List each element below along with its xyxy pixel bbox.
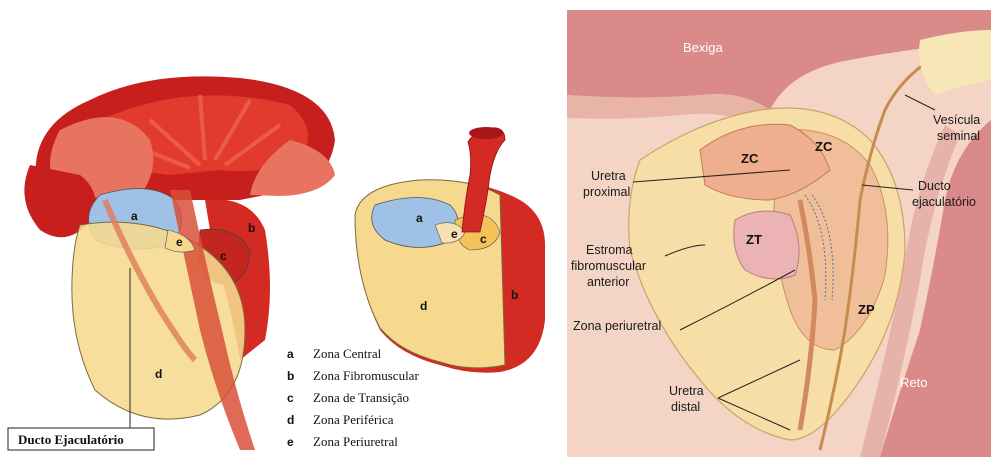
- sagittal-letter-c: c: [220, 249, 227, 263]
- cross-letter-d: d: [420, 299, 427, 313]
- cross-letter-e: e: [451, 227, 458, 241]
- legend-label: Zona Fibromuscular: [313, 368, 419, 383]
- zone-legend: a Zona Central b Zona Fibromuscular c Zo…: [287, 346, 419, 449]
- label-uretra-proximal-line2: proximal: [583, 185, 630, 199]
- label-uretra-distal-line1: Uretra: [669, 384, 704, 398]
- cross-section-illustration: a b c d e: [355, 127, 545, 373]
- duct-label-box: Ducto Ejaculatório: [8, 428, 154, 450]
- legend-letter: e: [287, 435, 294, 449]
- cross-letter-b: b: [511, 288, 518, 302]
- legend-letter: b: [287, 369, 294, 383]
- zone-zp: ZP: [858, 302, 875, 317]
- label-vesicula-line2: seminal: [937, 129, 980, 143]
- legend-item-c: c Zona de Transição: [287, 390, 409, 405]
- legend-letter: d: [287, 413, 294, 427]
- cross-letter-a: a: [416, 211, 423, 225]
- zona-transicao: [734, 211, 799, 279]
- duct-label: Ducto Ejaculatório: [18, 432, 124, 447]
- legend-label: Zona Central: [313, 346, 382, 361]
- label-uretra-proximal-line1: Uretra: [591, 169, 626, 183]
- zone-zc-right: ZC: [815, 139, 833, 154]
- legend-item-e: e Zona Periuretral: [287, 434, 398, 449]
- legend-item-b: b Zona Fibromuscular: [287, 368, 419, 383]
- sagittal-section-right-panel: Bexiga Reto ZC ZC ZT ZP Uretra proximal …: [567, 10, 991, 457]
- zone-zt: ZT: [746, 232, 762, 247]
- sagittal-letter-a: a: [131, 209, 138, 223]
- legend-item-a: a Zona Central: [287, 346, 382, 361]
- legend-label: Zona de Transição: [313, 390, 409, 405]
- label-estroma-line3: anterior: [587, 275, 629, 289]
- legend-label: Zona Periférica: [313, 412, 394, 427]
- label-vesicula-line1: Vesícula: [933, 113, 980, 127]
- legend-letter: a: [287, 347, 294, 361]
- legend-letter: c: [287, 391, 294, 405]
- legend-item-d: d Zona Periférica: [287, 412, 394, 427]
- label-bexiga: Bexiga: [683, 40, 724, 55]
- label-zona-periuretral: Zona periuretral: [573, 319, 661, 333]
- legend-label: Zona Periuretral: [313, 434, 398, 449]
- label-ducto-line1: Ducto: [918, 179, 951, 193]
- sagittal-letter-e: e: [176, 235, 183, 249]
- zone-zc-left: ZC: [741, 151, 759, 166]
- label-reto: Reto: [900, 375, 927, 390]
- cross-letter-c: c: [480, 232, 487, 246]
- sagittal-letter-b: b: [248, 221, 255, 235]
- sagittal-letter-d: d: [155, 367, 162, 381]
- label-estroma-line1: Estroma: [586, 243, 633, 257]
- label-ducto-line2: ejaculatório: [912, 195, 976, 209]
- label-uretra-distal-line2: distal: [671, 400, 700, 414]
- label-estroma-line2: fibromuscular: [571, 259, 646, 273]
